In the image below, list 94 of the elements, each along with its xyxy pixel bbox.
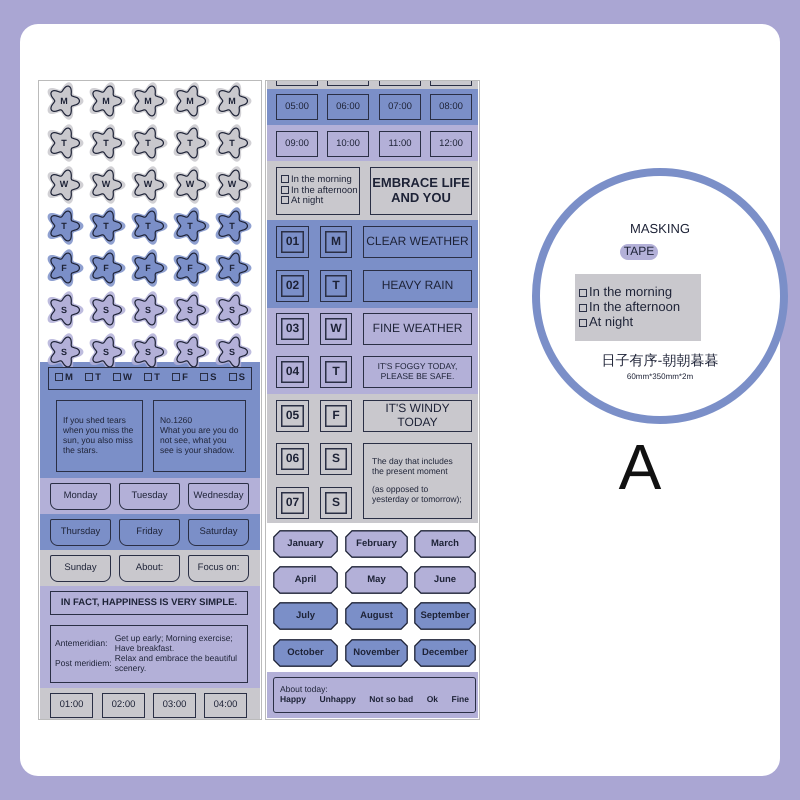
mood-option: Ok [426,695,438,705]
number-sticker: 06 [276,443,309,475]
number-sticker: 01 [276,226,309,258]
time-sticker: 02:00 [102,693,145,718]
month-sticker: July [273,602,338,630]
time-sticker: 11:00 [379,131,421,157]
time-sticker: 12:00 [430,131,472,157]
quote-text: What you are you do not see, what you see is your shadow. [160,426,239,456]
weather-sticker: CLEAR WEATHER [363,226,472,258]
checkbox-option: In the afternoon [579,300,680,315]
checkbox-option: T [144,373,160,384]
definition-text: (as opposed to yesterday or tomorrow); [372,485,463,505]
weekday-tab: Tuesday [119,483,180,510]
checkbox-option: F [172,373,188,384]
number-sticker: 07 [276,487,309,519]
weekday-tab: Monday [50,483,111,510]
weather-sticker: FINE WEATHER [363,313,472,345]
time-of-day-checklist [575,274,701,341]
month-sticker: December [414,639,476,667]
time-sticker: 03:00 [153,693,196,718]
quote-sticker [153,400,246,472]
month-sticker: August [345,602,408,630]
variant-letter: A [618,430,662,504]
time-sticker: 08:00 [430,94,472,120]
mood-option: Fine [452,695,469,705]
day-letter-sticker: S [320,443,352,475]
checkbox-option: In the morning [579,285,672,300]
weekday-checklist [48,367,252,390]
time-sticker: 05:00 [276,94,318,120]
weather-sticker: IT'S FOGGY TODAY, PLEASE BE SAFE. [363,356,472,388]
checkbox-option: S [228,373,245,384]
month-sticker: April [273,566,338,594]
schedule-label: Post meridiem: [55,658,112,669]
day-letter-sticker: S [320,487,352,519]
month-sticker: January [273,530,338,558]
weekday-tab: Friday [119,519,180,546]
tape-tag: TAPE [620,244,658,260]
weather-sticker: IT'S WINDY TODAY [363,400,472,432]
schedule-text: Get up early; Morning exercise; Have breakfast. [114,634,234,654]
weekday-tab: Wednesday [188,483,249,510]
mood-sticker [273,677,476,713]
month-sticker: October [273,639,338,667]
mood-option: Happy [280,695,306,705]
tape-name: 日子有序-朝朝暮暮 [600,352,720,368]
weekday-tab: Saturday [188,519,249,546]
number-sticker: 05 [276,400,309,432]
weekday-tab: About: [119,555,180,582]
mood-option: Not so bad [369,695,414,705]
day-letter-sticker: M [320,226,352,258]
checkbox-option: At night [579,314,634,330]
schedule-text: Relax and embrace the beautiful scenery. [114,654,238,674]
number-sticker: 02 [276,270,309,302]
month-sticker: February [345,530,408,558]
checkbox-option: T [85,373,101,384]
month-sticker: May [345,566,408,594]
size-text: 60mm*350mm*2m [626,372,694,382]
checkbox-option: M [55,373,73,384]
day-letter-sticker: W [320,313,352,345]
time-sticker: 04:00 [204,693,247,718]
schedule-label: Antemeridian: [55,639,108,650]
day-letter-sticker: T [320,356,352,388]
time-sticker: 01:00 [50,693,93,718]
checkbox-option: At night [281,196,324,208]
checkbox-option: W [113,373,132,384]
time-sticker: 09:00 [276,131,318,157]
checkbox-option: In the afternoon [281,186,358,196]
schedule-sticker [50,625,248,683]
checkbox-option: In the morning [281,174,352,186]
month-sticker: September [414,602,476,630]
number-sticker: 04 [276,356,309,388]
slogan-sticker: EMBRACE LIFE AND YOU [370,167,472,215]
quote-sticker: If you shed tears when you miss the sun, you also miss the stars. [56,400,143,472]
mood-heading: About today: [280,685,329,695]
mood-option: Unhappy [319,695,356,705]
month-sticker: March [414,530,476,558]
month-sticker: June [414,566,476,594]
day-letter-sticker: F [320,400,352,432]
quote-text: No.1260 [160,416,192,426]
month-sticker: November [345,639,408,667]
slogan-banner: IN FACT, HAPPINESS IS VERY SIMPLE. [50,591,248,615]
checkbox-option: S [200,373,216,384]
day-letter-sticker: T [320,270,352,302]
weekday-tab: Focus on: [188,555,249,582]
weather-sticker: HEAVY RAIN [363,270,472,302]
definition-sticker [363,443,472,519]
time-sticker: 07:00 [379,94,421,120]
weekday-tab: Sunday [50,555,111,582]
weekday-tab: Thursday [50,519,111,546]
time-sticker: 10:00 [327,131,369,157]
tape-title: MASKING [629,222,691,237]
time-sticker: 06:00 [327,94,369,120]
number-sticker: 03 [276,313,309,345]
definition-text: The day that includes the present moment [372,457,454,477]
time-of-day-checklist [276,167,360,215]
